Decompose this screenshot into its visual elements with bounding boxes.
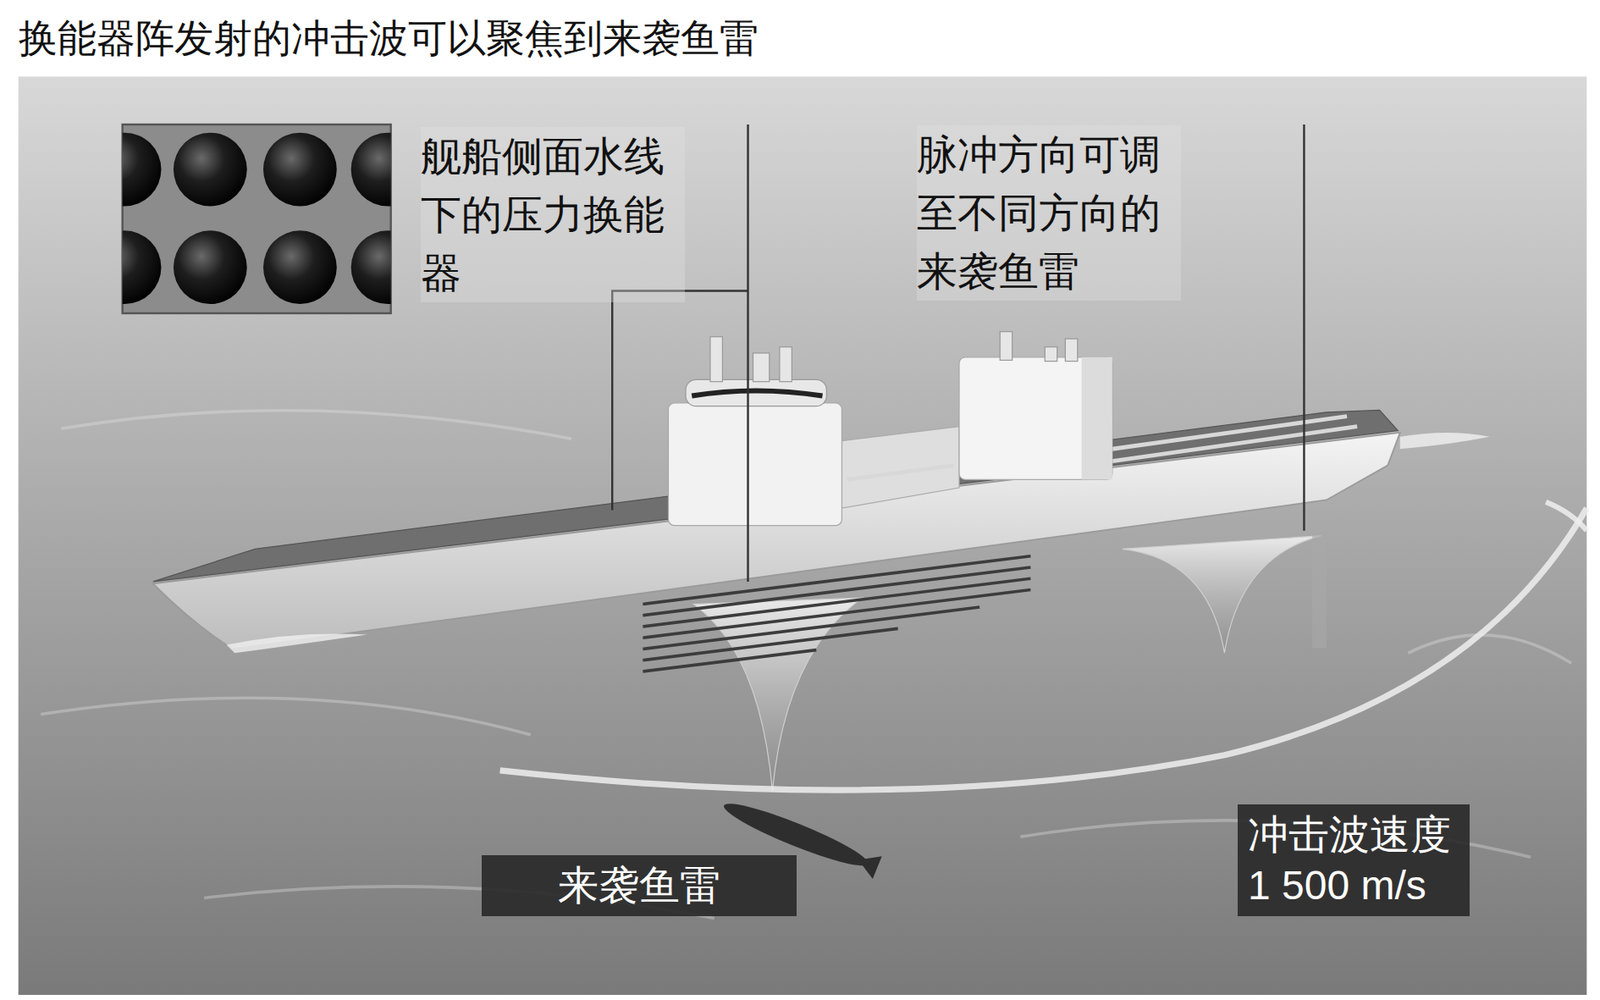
transducer-sphere [122, 132, 162, 207]
transducer-sphere [173, 132, 248, 207]
aft-block [959, 357, 1113, 480]
text-panel: 来袭鱼雷 [481, 855, 797, 916]
transducer-sphere [351, 230, 392, 304]
mast [1044, 347, 1057, 362]
mid-structure [841, 426, 960, 508]
mast [753, 353, 770, 382]
deck-rail [1112, 416, 1347, 450]
sea-ground [18, 76, 1588, 995]
bow-foam [226, 634, 368, 654]
shockwave-front [500, 507, 1588, 790]
bridge-top [685, 379, 827, 406]
mast [1064, 338, 1077, 362]
array-row [642, 650, 817, 672]
callout-label: 舰船侧面水线下的压力换能器 [420, 126, 685, 303]
array-row [642, 578, 1031, 627]
leader-lines [612, 124, 1304, 582]
stern-wake [1400, 432, 1490, 449]
array-row [642, 606, 980, 649]
shockwave-beam [1312, 530, 1327, 649]
ripple [1407, 634, 1572, 663]
deck-rail [846, 465, 955, 480]
panel-text: 来袭鱼雷 [557, 860, 721, 911]
aft-block-shade [1081, 357, 1113, 480]
transducer-sphere [263, 230, 337, 304]
bridge-windows [691, 391, 823, 397]
array-row [642, 590, 1031, 639]
ripple [60, 410, 572, 439]
transducer-array [642, 556, 1031, 672]
inset-frame [122, 124, 392, 314]
transducer-sphere [263, 132, 337, 207]
callout-label: 脉冲方向可调至不同方向的来袭鱼雷 [916, 125, 1181, 301]
bridge-block [668, 402, 843, 526]
mast [779, 347, 792, 382]
transducer-sphere [351, 132, 392, 207]
leader-line [612, 290, 748, 510]
leader-line [746, 124, 749, 582]
transducer-sphere [122, 230, 162, 304]
ripple [40, 697, 531, 734]
transducer-spheres [122, 132, 392, 304]
panel-text: 冲击波速度1 500 m/s [1247, 809, 1460, 911]
shockwave-front [1545, 502, 1587, 531]
mast [710, 336, 723, 382]
transducer-sphere [173, 230, 248, 304]
title: 换能器阵发射的冲击波可以聚焦到来袭鱼雷 [18, 15, 759, 62]
mast [999, 331, 1012, 361]
torpedo-fin [854, 848, 883, 879]
shockwave-cone [1122, 535, 1322, 654]
leader-line [1302, 124, 1305, 531]
text-panel: 冲击波速度1 500 m/s [1237, 804, 1470, 916]
